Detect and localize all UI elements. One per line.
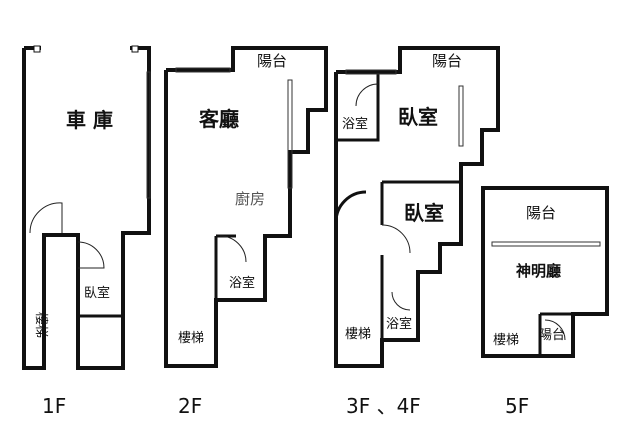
room-label-balcony: 陽台	[257, 52, 287, 70]
room-label-garage: 車 庫	[66, 108, 113, 132]
floor-3f-4f-window	[345, 69, 397, 75]
floor-2f-balcony-window	[287, 79, 293, 189]
floor-2f-bath-door	[219, 235, 247, 263]
floor-3f-4f-walls	[334, 46, 500, 368]
room-label-stairs: 樓梯	[493, 333, 519, 348]
room-label-living: 客廳	[198, 107, 239, 131]
room-label-bedroom-top: 臥室	[398, 105, 438, 129]
floor-3f-4f-bath-door	[355, 83, 379, 107]
floor-2f: 陽台 客廳 廚房 浴室 樓梯 2F	[164, 46, 328, 418]
floor-5f-inner-wall	[538, 312, 573, 356]
floor-3f-4f-bedroom-door	[381, 224, 411, 254]
floor-1f-garage-door	[29, 202, 63, 234]
room-label-bath-top: 浴室	[342, 116, 368, 132]
floor-2f-walls	[164, 46, 328, 368]
room-label-bedroom: 臥室	[84, 285, 110, 301]
room-label-shrine: 神明廳	[516, 262, 561, 280]
floor-1f: 車 庫 臥室 樓梯 1F	[22, 45, 151, 418]
room-label-bedroom-mid: 臥室	[404, 201, 444, 225]
floor-5f-balcony-door	[544, 319, 566, 341]
floor-3f-4f: 陽台 浴室 臥室 臥室 浴室 樓梯 3F 、4F	[334, 46, 500, 418]
room-label-balcony: 陽台	[432, 52, 462, 70]
room-label-bath-bottom: 浴室	[386, 316, 412, 332]
room-label-kitchen: 廚房	[235, 190, 265, 208]
floor-1f-post	[33, 45, 41, 53]
floor-3f-4f-bath2-door	[391, 291, 411, 311]
room-label-balcony-bottom: 陽台	[539, 328, 565, 343]
floor-1f-inner-wall	[76, 268, 123, 368]
floor-1f-front-window	[146, 71, 151, 199]
floor-label-3f-4f: 3F 、4F	[346, 394, 421, 418]
floor-2f-window	[175, 67, 231, 73]
floor-1f-post	[131, 45, 139, 53]
room-label-stairs: 樓梯	[33, 312, 48, 338]
room-label-stairs: 樓梯	[178, 331, 204, 346]
floor-3f-4f-inner-walls	[334, 72, 461, 340]
floor-5f: 陽台 神明廳 樓梯 陽台 5F	[481, 186, 609, 418]
floor-label-2f: 2F	[178, 394, 202, 418]
floor-label-1f: 1F	[42, 394, 66, 418]
room-label-balcony-top: 陽台	[526, 204, 556, 222]
floor-2f-inner-wall	[214, 234, 236, 300]
room-label-bath: 浴室	[229, 275, 255, 291]
floor-3f-4f-side-window	[458, 85, 464, 147]
floor-label-5f: 5F	[505, 394, 529, 418]
room-label-stairs: 樓梯	[345, 327, 371, 342]
floor-5f-balcony-window	[491, 241, 601, 247]
floor-1f-bedroom-door	[77, 241, 105, 269]
